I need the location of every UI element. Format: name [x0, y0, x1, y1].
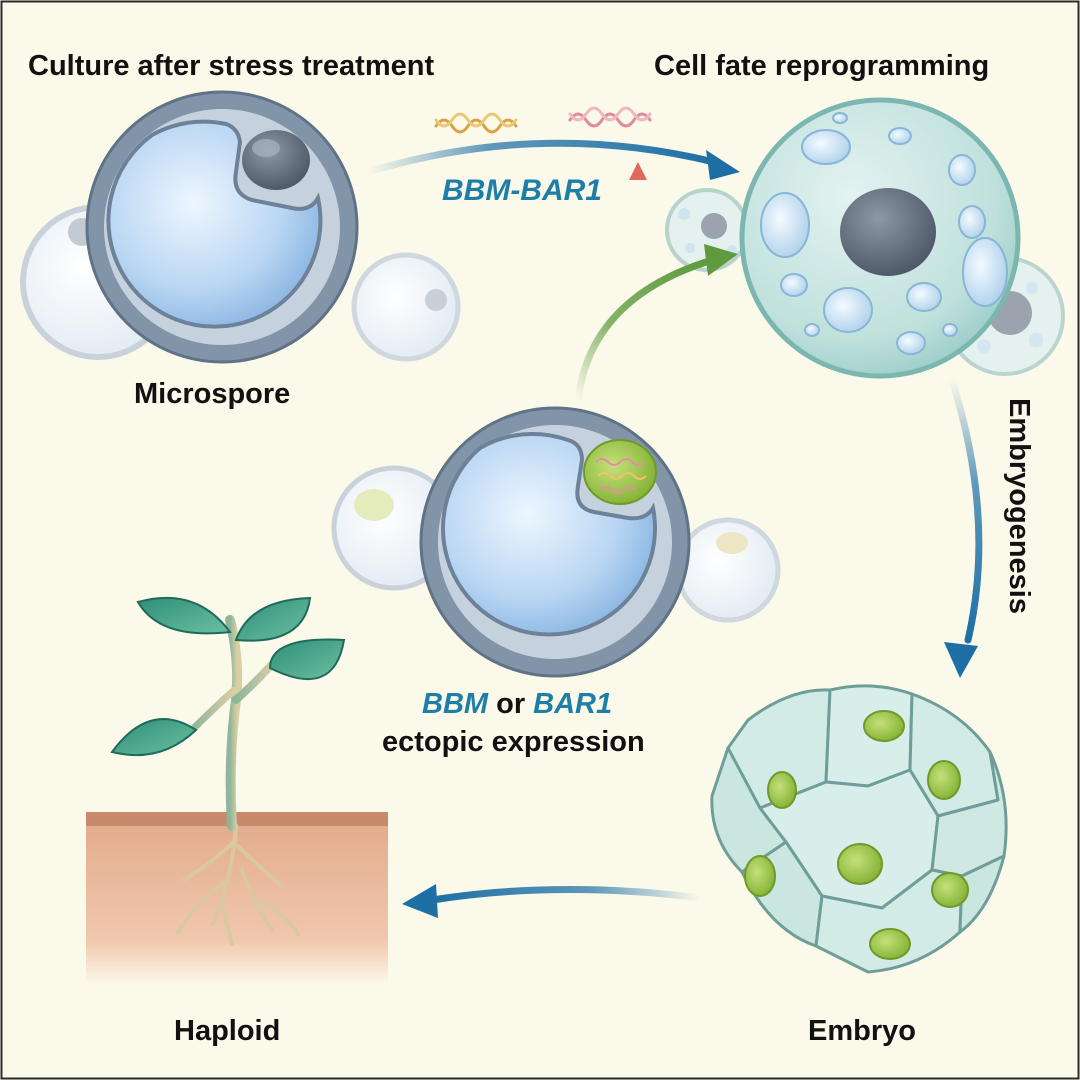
ectopic-gene-line: BBM or BAR1: [422, 688, 612, 721]
rna-helix-icon: [568, 106, 652, 128]
arrow-ectopic-to-reprogramming: [574, 244, 738, 404]
embryo-cluster: [710, 684, 1008, 974]
reprogramming-title: Cell fate reprogramming: [654, 50, 990, 82]
gene-bbm-label: BBM: [422, 688, 489, 720]
or-label: or: [496, 688, 526, 720]
arrow-embryo-to-haploid: [402, 884, 704, 918]
upregulation-arrow-icon: [629, 162, 647, 208]
ectopic-microspore-group: [331, 406, 781, 678]
reprogrammed-cell-group: [665, 97, 1065, 379]
ectopic-expression-label: ectopic expression: [382, 726, 645, 758]
plant-illustration: [86, 596, 388, 984]
microspore-label: Microspore: [134, 378, 291, 410]
culture-title: Culture after stress treatment: [28, 50, 435, 82]
embryogenesis-label: Embryogenesis: [1003, 398, 1035, 614]
gene-bar1-label: BAR1: [533, 688, 613, 720]
microspore-group: [20, 90, 461, 364]
dna-helix-icon: [434, 112, 518, 134]
arrow-culture-to-reprogramming: [364, 139, 740, 180]
haploid-label: Haploid: [174, 1015, 281, 1047]
embryo-label: Embryo: [808, 1015, 916, 1047]
bbm-bar1-label: BBM-BAR1: [442, 174, 602, 207]
arrow-embryogenesis: [944, 376, 983, 678]
